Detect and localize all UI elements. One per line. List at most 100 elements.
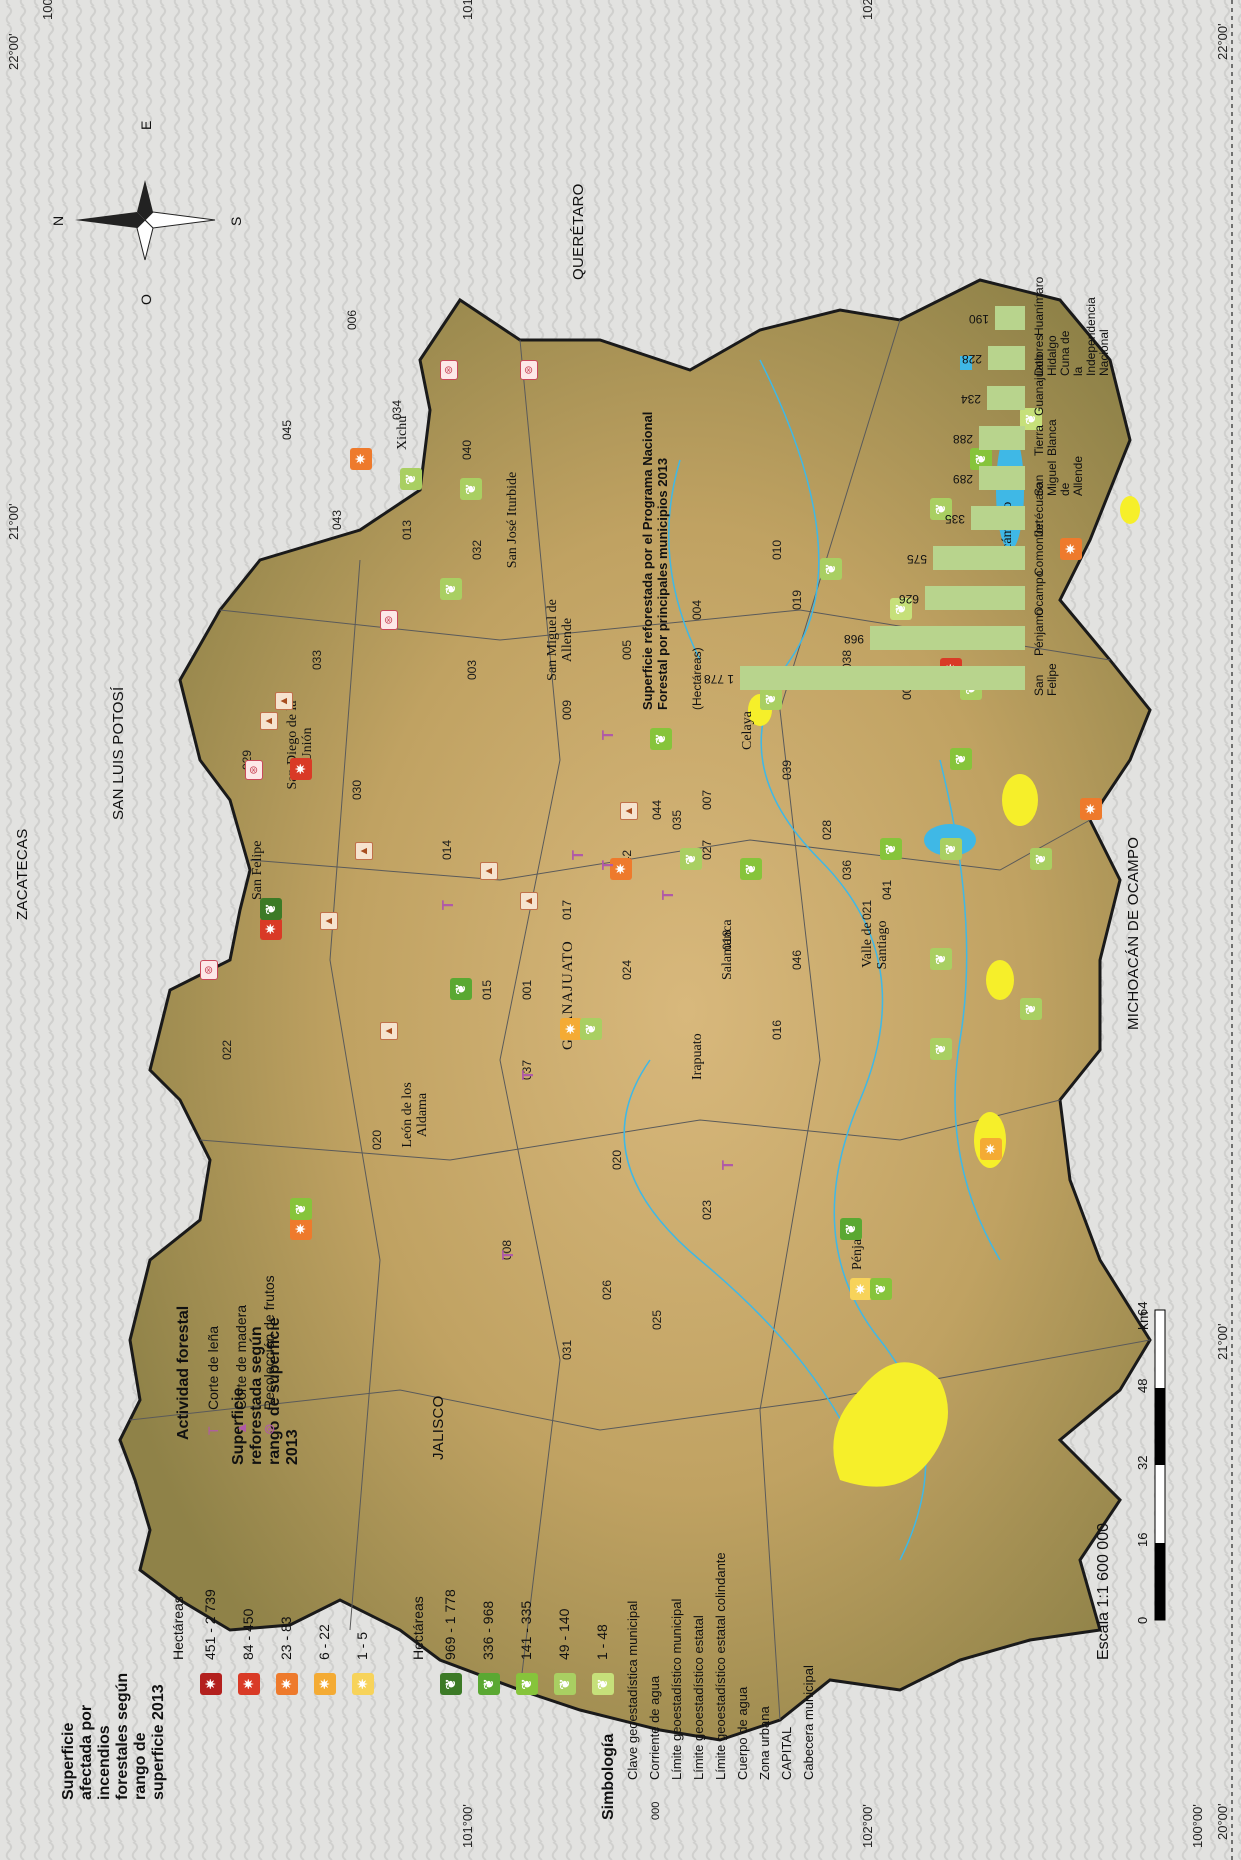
municipio-code: 019 — [790, 589, 804, 610]
chart-bar-value: 1 778 — [703, 672, 734, 686]
urban-salamanca — [986, 960, 1014, 1000]
legend-reforest-swatch: ❦ — [516, 1673, 538, 1695]
firewood-cut-icon: T — [205, 1426, 221, 1435]
compass-n: N — [50, 215, 66, 226]
reforest-icon: ❦ — [760, 688, 782, 710]
reforest-icon: ❦ — [400, 468, 422, 490]
compass-rose — [75, 180, 216, 261]
fire-icon: ✷ — [560, 1018, 582, 1040]
reforest-icon: ❦ — [580, 1018, 602, 1040]
reforest-icon: ❦ — [1030, 848, 1052, 870]
coord-top-22: 22°00' — [6, 33, 21, 70]
reforest-icon: ❦ — [290, 1198, 312, 1220]
reforest-icon: ❦ — [680, 848, 702, 870]
city-xichu: Xichú — [395, 415, 410, 450]
reforest-icon: ❦ — [450, 978, 472, 1000]
municipio-code: 027 — [700, 839, 714, 860]
wood-cut-icon: ▲ — [620, 802, 638, 820]
legend-symbology-label: Cabecera municipal — [801, 1665, 816, 1780]
legend-reforest-range: 141 - 335 — [518, 1600, 534, 1660]
municipio-code: 020 — [610, 1149, 624, 1170]
chart-bar — [987, 386, 1025, 410]
reforest-icon: ❦ — [840, 1218, 862, 1240]
legend-reforest-range: 49 - 140 — [556, 1608, 572, 1660]
region-zacatecas: ZACATECAS — [14, 828, 31, 920]
firewood-cut-icon: T — [500, 1250, 517, 1260]
legend-symbology-label: Zona urbana — [757, 1706, 772, 1780]
municipio-code: 016 — [770, 1019, 784, 1040]
scale-unit: km — [1135, 1311, 1151, 1330]
coord-right-100: 100°00' — [40, 0, 55, 20]
coord-left-102: 102°00' — [860, 1804, 875, 1848]
municipio-code: 030 — [350, 779, 364, 800]
legend-fire-swatch: ✷ — [314, 1673, 336, 1695]
scale-bar — [1154, 1309, 1166, 1621]
reforest-icon: ❦ — [460, 478, 482, 500]
urban-acambaro — [1120, 496, 1140, 524]
municipio-code: 028 — [820, 819, 834, 840]
legend-reforest-unit: Hectáreas — [410, 1596, 426, 1660]
compass-e: E — [138, 120, 154, 130]
municipio-code: 022 — [220, 1039, 234, 1060]
municipio-code: 031 — [560, 1339, 574, 1360]
legend-fire-title: Superficie afectada por incendios forest… — [60, 1672, 167, 1800]
scale-text: Escala 1:1 600 000 — [1095, 1523, 1112, 1660]
reforest-icon: ❦ — [880, 838, 902, 860]
coord-left-100: 100°00' — [1190, 1804, 1205, 1848]
municipio-code: 004 — [690, 599, 704, 620]
wood-cut-icon: ▲ — [233, 1421, 249, 1435]
reforest-icon: ❦ — [740, 858, 762, 880]
legend-fire-range: 84 - 450 — [240, 1608, 256, 1660]
fruit-collection-icon: ⊛ — [245, 760, 263, 780]
reforest-icon: ❦ — [940, 838, 962, 860]
reforest-icon: ❦ — [1020, 998, 1042, 1020]
wood-cut-icon: ▲ — [380, 1022, 398, 1040]
city-san-miguel: San Miguel de Allende — [545, 599, 575, 681]
municipio-code: 009 — [560, 699, 574, 720]
chart-category-label: Ocampo — [1032, 570, 1046, 616]
wood-cut-icon: ▲ — [520, 892, 538, 910]
firewood-cut-icon: T — [570, 850, 587, 860]
chart-bar — [988, 346, 1025, 370]
legend-symbology-label: Clave geoestadística municipal — [625, 1600, 640, 1780]
chart-bar — [979, 426, 1025, 450]
legend-symbology-title: Simbología — [600, 1733, 617, 1820]
legend-fire-unit: Hectáreas — [170, 1596, 186, 1660]
legend-fire-swatch: ✷ — [276, 1673, 298, 1695]
lake-cuitzeo-fragment — [960, 356, 972, 370]
reforest-icon: ❦ — [930, 1038, 952, 1060]
chart-bar-value: 190 — [968, 312, 989, 326]
chart-bar-value: 575 — [906, 552, 927, 566]
chart-bar-value: 289 — [952, 472, 973, 486]
firewood-cut-icon: T — [600, 860, 617, 870]
chart-bar — [870, 626, 1025, 650]
coord-top-21: 21°00' — [6, 503, 21, 540]
municipio-code: 046 — [790, 949, 804, 970]
chart-title: Superficie reforestada por el Programa N… — [640, 411, 670, 710]
chart-bar — [979, 466, 1025, 490]
wood-cut-icon: ▲ — [320, 912, 338, 930]
scale-tick-label: 32 — [1135, 1455, 1150, 1470]
coord-left-101: 101°00' — [460, 1804, 475, 1848]
fruit-collection-icon: ⊛ — [440, 360, 458, 380]
coord-right-101: 101°00' — [460, 0, 475, 20]
fire-icon: ✷ — [980, 1138, 1002, 1160]
legend-reforest-range: 336 - 968 — [480, 1600, 496, 1660]
legend-symbology-label: Límite geoestadístico municipal — [669, 1598, 684, 1780]
coord-bottom-20: 20°00' — [1215, 1803, 1230, 1840]
legend-reforest-swatch: ❦ — [554, 1673, 576, 1695]
fire-icon: ✷ — [260, 918, 282, 940]
fire-icon: ✷ — [850, 1278, 872, 1300]
scale-tick-label: 48 — [1135, 1378, 1150, 1393]
legend-reforest-swatch: ❦ — [592, 1673, 614, 1695]
municipio-code: 033 — [310, 649, 324, 670]
compass-o: O — [138, 294, 154, 305]
municipio-code: 040 — [460, 439, 474, 460]
chart-category-label: Tierra Blanca — [1032, 419, 1059, 456]
fire-icon: ✷ — [350, 448, 372, 470]
legend-reforest-range: 1 - 48 — [594, 1624, 610, 1660]
city-san-jose-iturbide: San José Iturbide — [505, 471, 520, 569]
region-michoacan: MICHOACÁN DE OCAMPO — [1125, 836, 1142, 1030]
city-irapuato: Irapuato — [690, 1033, 705, 1080]
